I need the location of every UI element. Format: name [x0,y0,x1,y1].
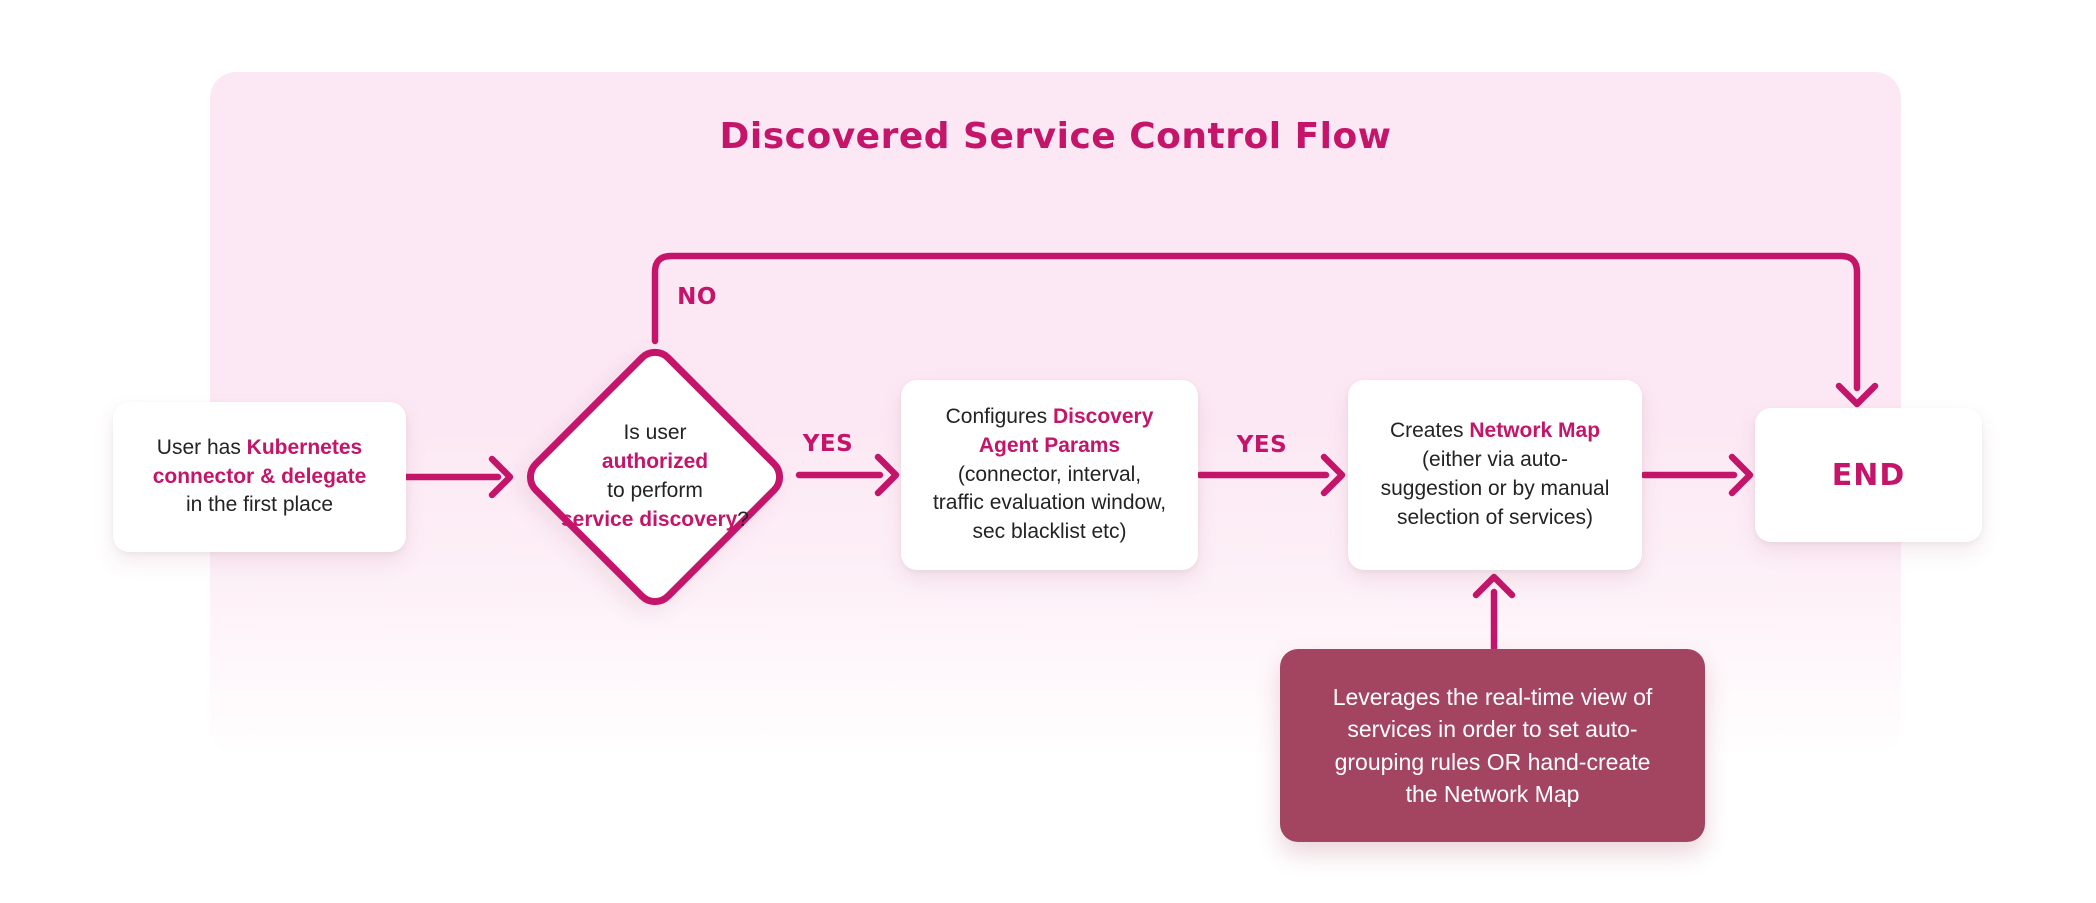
end-node-label: END [1831,457,1906,493]
page-title: Discovered Service Control Flow [719,116,1392,157]
arrowhead-create-to-end-icon [1728,453,1754,497]
edge-label-yes-decision: YES [802,431,854,457]
create-map-node-text: Creates Network Map(either via auto-sugg… [1380,419,1610,529]
arrowhead-configure-to-create-icon [1320,453,1346,497]
arrowhead-decision-to-configure-icon [874,453,900,497]
arrowhead-start-to-decision-icon [488,455,514,499]
arrow-no-loop [651,252,1861,392]
edge-label-yes-configure: YES [1236,432,1288,458]
arrowhead-no-loop-icon [1835,382,1879,408]
end-node: END [1755,408,1982,542]
arrowhead-annotation-to-create-icon [1472,573,1516,599]
edge-label-no: NO [677,284,717,310]
create-map-node: Creates Network Map(either via auto-sugg… [1348,380,1642,570]
